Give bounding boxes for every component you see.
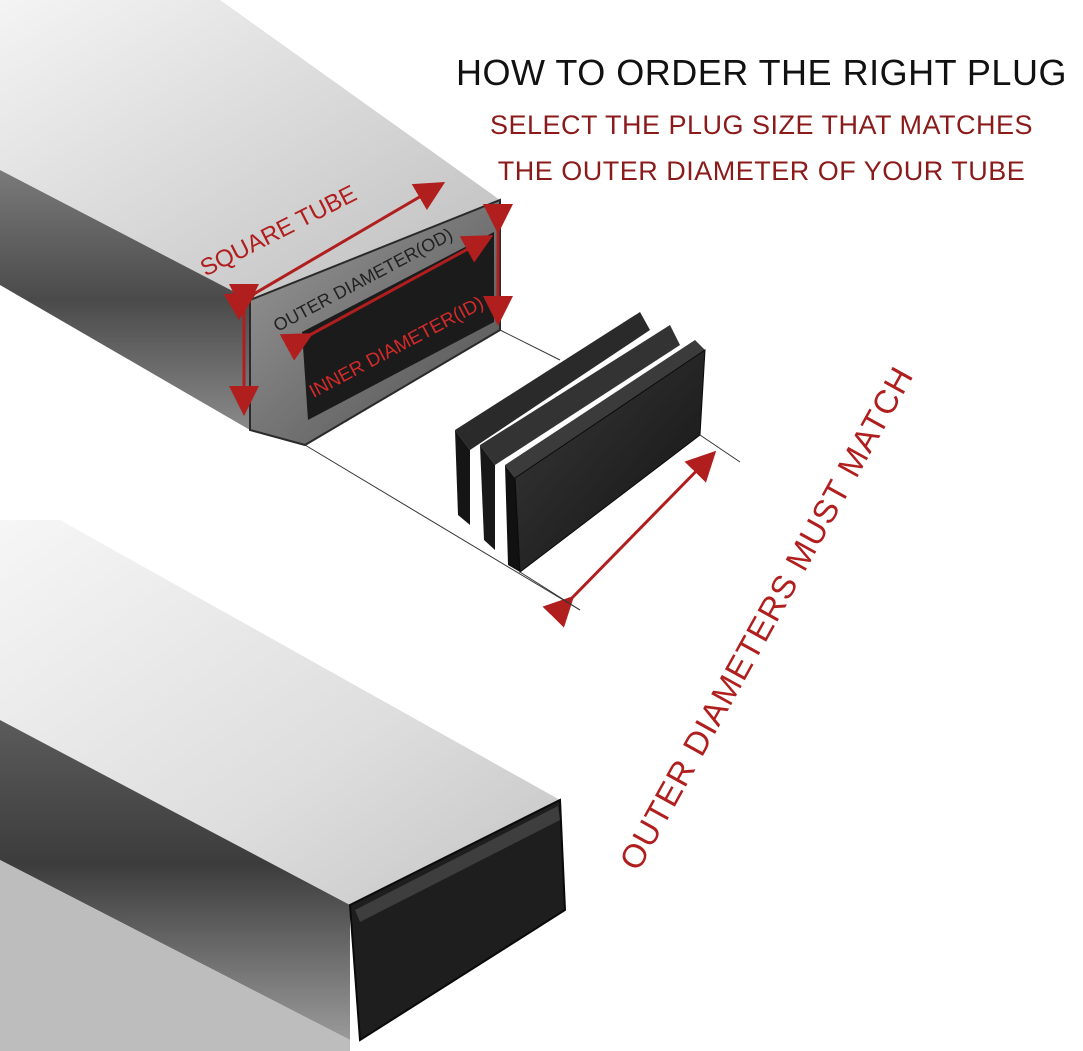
page-title: HOW TO ORDER THE RIGHT PLUG [456,52,1067,93]
lower-tube-top-face [0,520,560,905]
lower-tube-side-face [0,720,350,1040]
fitted-plug-highlight [355,806,560,922]
plug-fin-back-face [455,430,470,525]
extension-line-plug-left [519,571,581,611]
extension-line-plug-right [699,434,741,463]
fitted-plug-cap [348,798,567,1042]
plug-cap-top [505,340,705,478]
subtitle-line-2: THE OUTER DIAMETER OF YOUR TUBE [497,156,1026,186]
extension-lines [304,329,741,611]
plug-fin-back [455,312,650,450]
lower-square-tube [0,520,567,1051]
upper-square-tube [0,0,501,447]
plug-width-arrow [542,450,717,628]
inner-diameter-arrow [279,235,494,361]
dimension-lines [223,181,717,628]
upper-tube-side-face [0,170,250,430]
plug-cap-face [505,465,520,572]
extension-line-upper [499,329,561,361]
lower-tube-bottom-face [0,860,350,1051]
plug [455,312,706,573]
plug-fin-middle [480,325,680,465]
subtitle-line-1: SELECT THE PLUG SIZE THAT MATCHES [489,110,1034,140]
plug-fin-middle-face [480,445,495,550]
extension-line-tube-bottom [304,444,581,611]
